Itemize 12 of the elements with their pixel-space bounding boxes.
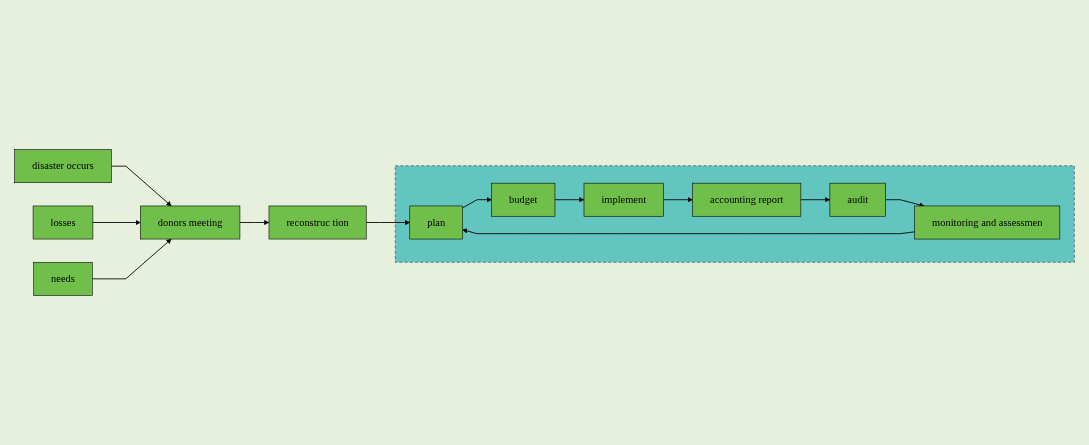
node-box: donors meeting [140,205,241,240]
node-box: disaster occurs [14,149,112,183]
node-box: implement [583,182,664,217]
node-box: audit [829,182,886,217]
node-box: losses [32,205,94,240]
node-box: plan [409,205,463,240]
node-box: accounting report [692,182,802,217]
node-box: needs [33,262,93,296]
cluster [394,165,1075,263]
node-box: budget [491,182,556,217]
node-box: monitoring and assessmen [914,205,1061,240]
node-box: reconstruc tion [268,205,367,240]
